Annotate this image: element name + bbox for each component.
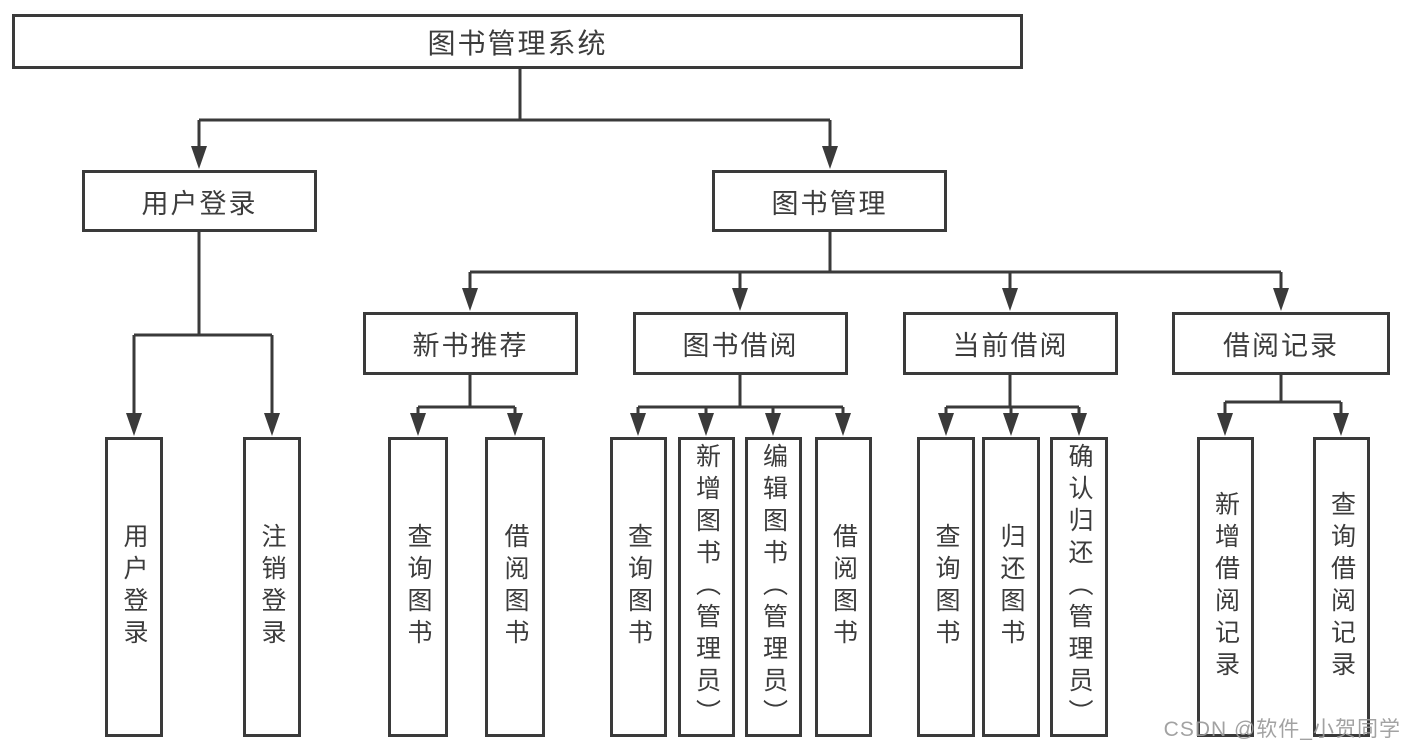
leaf-query-books-borrowing: 查询图书 bbox=[610, 437, 667, 737]
leaf-add-borrow-record: 新增借阅记录 bbox=[1197, 437, 1254, 737]
node-library-management-system: 图书管理系统 bbox=[12, 14, 1023, 69]
node-borrowing-records: 借阅记录 bbox=[1172, 312, 1390, 375]
leaf-query-books-current: 查询图书 bbox=[917, 437, 975, 737]
leaf-edit-books-admin: 编辑图书（管理员） bbox=[745, 437, 802, 737]
node-book-management: 图书管理 bbox=[712, 170, 947, 232]
leaf-logout: 注销登录 bbox=[243, 437, 301, 737]
leaf-add-books-admin: 新增图书（管理员） bbox=[678, 437, 735, 737]
leaf-borrow-books-borrowing: 借阅图书 bbox=[815, 437, 872, 737]
node-user-login: 用户登录 bbox=[82, 170, 317, 232]
leaf-query-books-recommend: 查询图书 bbox=[388, 437, 448, 737]
leaf-user-login: 用户登录 bbox=[105, 437, 163, 737]
leaf-query-borrow-record: 查询借阅记录 bbox=[1313, 437, 1370, 737]
leaf-confirm-return-admin: 确认归还（管理员） bbox=[1050, 437, 1108, 737]
leaf-borrow-books-recommend: 借阅图书 bbox=[485, 437, 545, 737]
node-new-book-recommend: 新书推荐 bbox=[363, 312, 578, 375]
leaf-return-books: 归还图书 bbox=[982, 437, 1040, 737]
csdn-watermark: CSDN @软件_小贺同学 bbox=[1163, 718, 1401, 741]
node-current-borrowing: 当前借阅 bbox=[903, 312, 1118, 375]
node-book-borrowing: 图书借阅 bbox=[633, 312, 848, 375]
